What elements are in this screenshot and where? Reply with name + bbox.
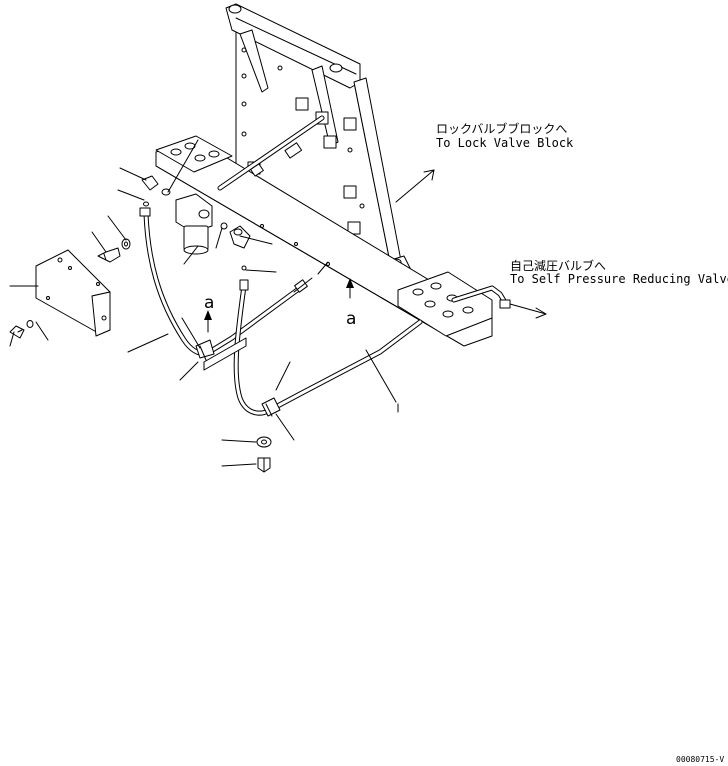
view-label-a-left: a: [204, 293, 214, 313]
line-filter: [175, 193, 213, 255]
clamp-bolt: [256, 436, 272, 473]
cover-plate: [35, 249, 111, 337]
arrow-to-self-pressure-valve: [509, 303, 547, 319]
self-pressure-label-jp: 自己減圧バルブへ: [510, 258, 606, 273]
cover-screw: [9, 320, 34, 339]
mounting-bolt: [97, 238, 131, 263]
leader-lines: [9, 139, 399, 467]
adapter-fittings: [141, 175, 247, 271]
lock-valve-label-jp: ロックバルブブロックへ: [436, 121, 567, 136]
view-arrow-a-left: [204, 310, 212, 333]
lock-valve-label-en: To Lock Valve Block: [436, 136, 574, 150]
self-pressure-label-en: To Self Pressure Reducing Valve: [510, 272, 728, 286]
steel-tube-upper: [217, 115, 325, 191]
elbow-fitting: [229, 225, 251, 249]
view-label-a-right: a: [346, 309, 356, 329]
hose-clamps: [195, 337, 281, 417]
arrow-to-lock-valve: [395, 169, 435, 203]
drawing-code: 00080715-V: [676, 755, 724, 764]
bracket-plate: [225, 3, 413, 281]
view-arrow-a-right: [346, 278, 354, 299]
